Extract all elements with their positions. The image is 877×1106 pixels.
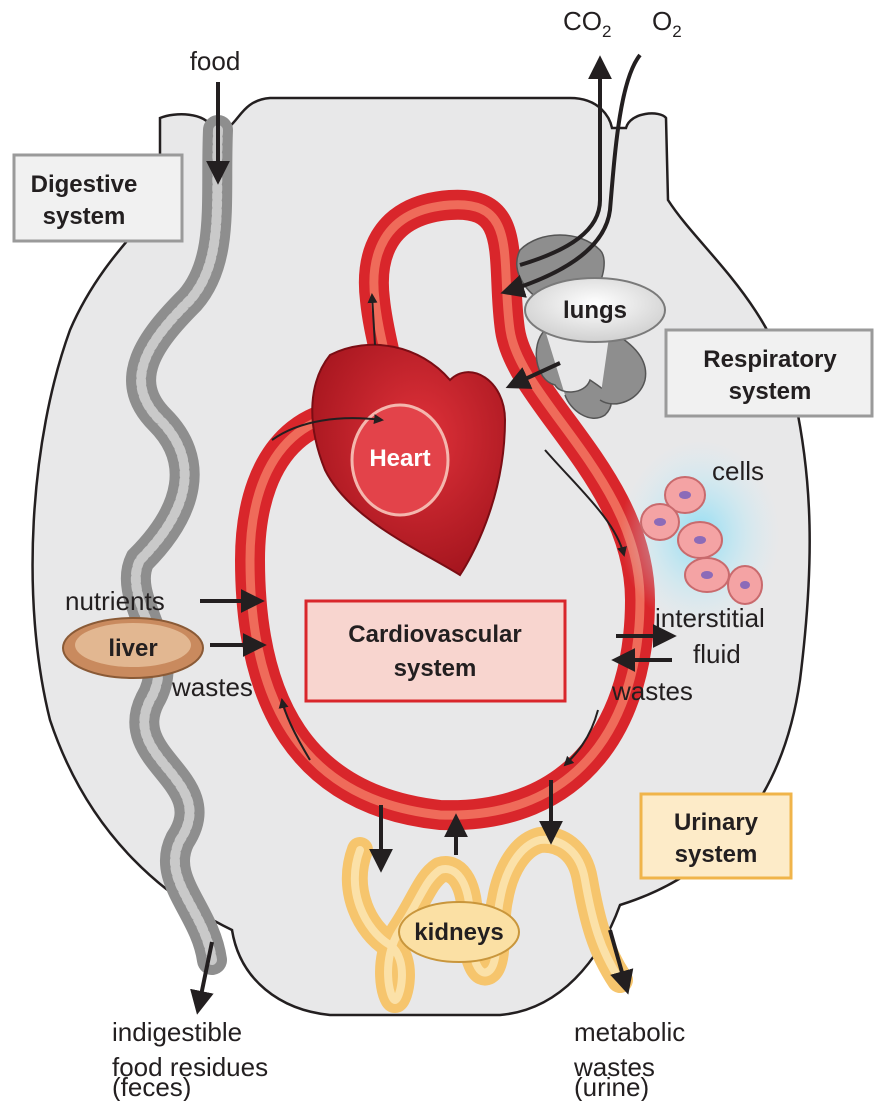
metabolic-label-1: metabolic — [574, 1017, 685, 1047]
interstitial-label: interstitial — [655, 603, 765, 633]
liver-label: liver — [108, 635, 157, 662]
wastes-right-label: wastes — [611, 676, 693, 706]
respiratory-label-2: system — [729, 378, 812, 405]
metabolic-label-3: (urine) — [574, 1072, 649, 1101]
residues-label-1: indigestible — [112, 1017, 242, 1047]
kidneys-label: kidneys — [414, 919, 503, 946]
residues-label-3: (feces) — [112, 1072, 191, 1101]
respiratory-label-1: Respiratory — [703, 346, 837, 373]
urinary-label-2: system — [675, 841, 758, 868]
cells-label: cells — [712, 456, 764, 486]
wastes-left-label: wastes — [171, 672, 253, 702]
lungs-label: lungs — [563, 297, 627, 324]
urinary-system-box: Urinary system — [641, 794, 791, 878]
food-label: food — [190, 46, 241, 76]
digestive-system-box: Digestive system — [14, 155, 182, 241]
heart-label: Heart — [369, 445, 430, 472]
cardiovascular-label-2: system — [394, 655, 477, 682]
cardiovascular-system-box: Cardiovascular system — [306, 601, 565, 701]
digestive-label-2: system — [43, 203, 126, 230]
co2-label: CO2 — [563, 6, 611, 41]
o2-label: O2 — [652, 6, 682, 41]
respiratory-system-box: Respiratory system — [666, 330, 872, 416]
nutrients-label: nutrients — [65, 586, 165, 616]
liver-organ: liver — [63, 618, 203, 678]
fluid-label: fluid — [693, 639, 741, 669]
urinary-label-1: Urinary — [674, 809, 759, 836]
digestive-label-1: Digestive — [31, 171, 138, 198]
cardiovascular-label-1: Cardiovascular — [348, 621, 521, 648]
